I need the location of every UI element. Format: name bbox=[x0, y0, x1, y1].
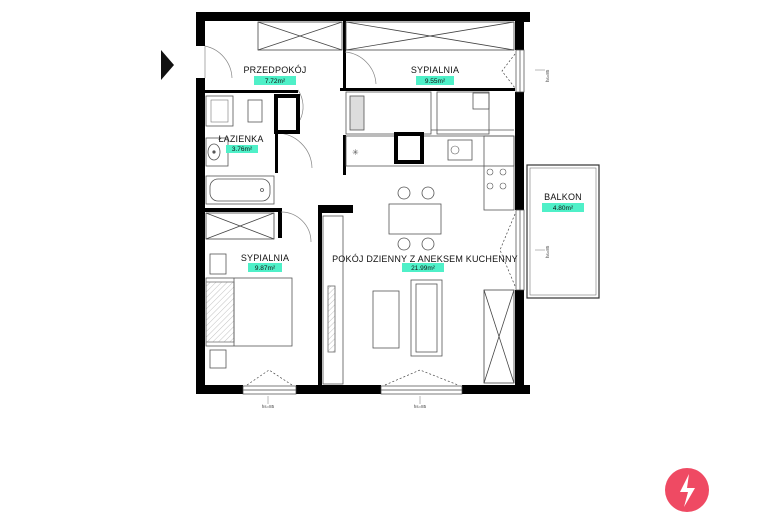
entrance-arrow-icon[interactable] bbox=[161, 50, 174, 80]
brand-logo-icon[interactable] bbox=[665, 468, 709, 512]
svg-text:9.55m²: 9.55m² bbox=[425, 78, 446, 85]
svg-text:hs=85: hs=85 bbox=[545, 245, 550, 258]
bedroom-top-furniture bbox=[345, 91, 514, 135]
bedroom-left-furniture bbox=[205, 253, 293, 369]
svg-text:SYPIALNIA: SYPIALNIA bbox=[241, 253, 289, 263]
wardrobe-left bbox=[205, 212, 275, 240]
kitchen: ✳ bbox=[345, 132, 515, 211]
svg-text:SYPIALNIA: SYPIALNIA bbox=[411, 65, 459, 75]
svg-text:3.76m²: 3.76m² bbox=[232, 146, 253, 153]
svg-text:21.99m²: 21.99m² bbox=[411, 265, 436, 272]
svg-text:BALKON: BALKON bbox=[544, 192, 582, 202]
svg-text:9.87m²: 9.87m² bbox=[255, 265, 276, 272]
svg-text:hs=85: hs=85 bbox=[262, 404, 275, 409]
door-swings bbox=[204, 45, 377, 243]
wardrobes-top bbox=[257, 21, 515, 51]
interior-walls bbox=[205, 18, 515, 385]
room-label-balcony: BALKON 4.80m² bbox=[542, 192, 584, 212]
svg-text:ŁAZIENKA: ŁAZIENKA bbox=[218, 134, 263, 144]
svg-text:PRZEDPOKÓJ: PRZEDPOKÓJ bbox=[243, 65, 306, 75]
svg-text:POKÓJ DZIENNY Z ANEKSEM KUCHE: POKÓJ DZIENNY Z ANEKSEM KUCHENNY bbox=[332, 254, 518, 264]
svg-text:4.80m²: 4.80m² bbox=[553, 205, 574, 212]
outer-walls bbox=[196, 12, 530, 394]
hall-furniture bbox=[205, 94, 300, 134]
room-label-bedroom-top: SYPIALNIA 9.55m² bbox=[411, 65, 459, 85]
room-label-bathroom: ŁAZIENKA 3.76m² bbox=[218, 134, 263, 153]
windows bbox=[242, 49, 525, 395]
living-furniture bbox=[322, 215, 443, 385]
svg-text:✳: ✳ bbox=[352, 148, 359, 157]
svg-text:7.72m²: 7.72m² bbox=[265, 78, 286, 85]
room-label-hall: PRZEDPOKÓJ 7.72m² bbox=[243, 65, 306, 85]
dining-table bbox=[388, 186, 442, 251]
svg-text:hs=85: hs=85 bbox=[414, 404, 427, 409]
wardrobe-living bbox=[483, 289, 515, 384]
room-label-living: POKÓJ DZIENNY Z ANEKSEM KUCHENNY 21.99m² bbox=[332, 254, 518, 272]
window-height-labels: hs=85 hs=85 hs=85 hs=85 bbox=[262, 69, 550, 409]
svg-text:hs=85: hs=85 bbox=[545, 69, 550, 82]
balcony bbox=[526, 164, 600, 299]
room-label-bedroom-left: SYPIALNIA 9.87m² bbox=[241, 253, 289, 272]
